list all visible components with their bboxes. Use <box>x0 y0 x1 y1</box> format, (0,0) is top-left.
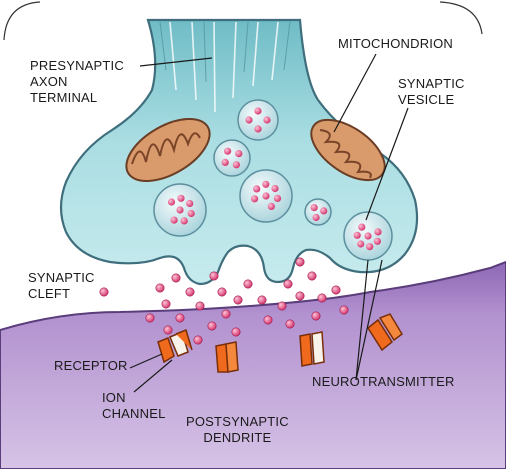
neurotransmitter-molecule <box>317 293 327 303</box>
neurotransmitter-molecule <box>257 295 267 305</box>
synaptic-vesicle <box>153 183 207 237</box>
neurotransmitter-molecule <box>277 301 287 311</box>
neurotransmitter-molecule <box>186 199 194 208</box>
synaptic-vesicle <box>213 139 251 177</box>
receptor-ion-channel-2 <box>215 341 239 373</box>
neurotransmitter-molecule <box>224 147 232 155</box>
neurotransmitter-molecule <box>353 231 361 239</box>
neurotransmitter-molecule <box>283 279 293 289</box>
neurotransmitter-molecule <box>295 257 305 267</box>
neurotransmitter-molecule <box>175 313 185 323</box>
neurotransmitter-molecule <box>177 194 185 202</box>
neurotransmitter-molecule <box>262 180 270 188</box>
neurotransmitter-molecule <box>254 107 262 115</box>
frame-corner-right <box>439 1 483 35</box>
synaptic-vesicles <box>153 99 393 261</box>
label-neurotransmitter: NEUROTRANSMITTER <box>312 374 455 389</box>
neurotransmitter-molecule <box>271 184 279 193</box>
neurotransmitter-molecule <box>364 232 372 240</box>
neurotransmitter-molecule <box>245 116 253 124</box>
postsynaptic-dendrite <box>0 260 506 470</box>
synaptic-vesicle <box>239 169 293 223</box>
mitochondrion-right <box>310 118 386 182</box>
neurotransmitter-molecule <box>195 301 205 311</box>
frame-corner-left <box>3 1 41 41</box>
neurotransmitter-molecule <box>180 217 188 225</box>
neurotransmitter-molecule <box>295 291 305 301</box>
neurotransmitter-molecule <box>311 311 321 321</box>
label-presynaptic-axon-terminal: PRESYNAPTIC AXON TERMINAL <box>30 58 124 105</box>
neurotransmitter-molecule <box>307 271 317 281</box>
neurotransmitter-molecule <box>232 161 240 169</box>
neurotransmitter-molecule <box>145 313 155 323</box>
label-ion-channel: ION CHANNEL <box>102 390 166 421</box>
label-synaptic-cleft: SYNAPTIC CLEFT <box>28 270 95 301</box>
neurotransmitter-molecule <box>320 207 328 215</box>
neurotransmitter-molecule <box>263 116 271 124</box>
neurotransmitter-molecule <box>217 287 227 297</box>
synaptic-vesicle <box>343 211 393 261</box>
neurotransmitter-molecule <box>161 299 171 309</box>
neurotransmitter-molecule <box>221 309 231 319</box>
neurotransmitter-molecule <box>366 243 374 251</box>
neurotransmitter-molecule <box>167 198 176 206</box>
neurotransmitter-molecule <box>312 213 320 222</box>
synaptic-vesicle <box>304 198 332 226</box>
neurotransmitter-molecule <box>163 325 173 335</box>
label-synaptic-vesicle: SYNAPTIC VESICLE <box>398 76 465 107</box>
neurotransmitter-molecule <box>171 273 181 283</box>
neurotransmitter-molecule <box>231 327 241 337</box>
neurotransmitter-molecule <box>253 185 261 193</box>
neurotransmitter-molecule <box>209 271 219 281</box>
neurotransmitter-molecule <box>235 150 243 158</box>
neurotransmitter-molecule <box>331 285 341 295</box>
receptor-ion-channel-3 <box>299 331 325 367</box>
mitochondrion-left <box>125 118 211 182</box>
receptor-ion-channel-1 <box>157 328 193 364</box>
neurotransmitter-molecule <box>233 295 243 305</box>
neurotransmitter-molecule <box>221 158 229 166</box>
neurotransmitter-molecule <box>374 228 382 236</box>
neurotransmitter-molecules <box>99 257 349 345</box>
neurotransmitter-molecule <box>339 305 349 315</box>
label-mitochondrion: MITOCHONDRION <box>338 36 454 51</box>
neurotransmitter-molecule <box>263 315 273 325</box>
neurotransmitter-molecule <box>243 279 253 289</box>
neurotransmitter-molecule <box>373 237 381 245</box>
neurotransmitter-molecule <box>185 287 195 297</box>
neurotransmitter-molecule <box>99 287 109 297</box>
neurotransmitter-molecule <box>310 204 318 212</box>
neurotransmitter-molecule <box>285 319 295 329</box>
label-postsynaptic-dendrite: POSTSYNAPTIC DENDRITE <box>186 414 289 445</box>
synaptic-vesicle <box>237 99 279 141</box>
receptor-ion-channel-4 <box>367 313 403 352</box>
neurotransmitter-molecule <box>176 206 184 214</box>
neurotransmitter-molecule <box>170 216 178 224</box>
neurotransmitter-molecule <box>155 283 165 293</box>
neurotransmitter-molecule <box>273 194 282 202</box>
neurotransmitter-molecule <box>251 195 259 203</box>
neurotransmitter-molecule <box>358 223 366 231</box>
neurotransmitter-molecule <box>187 209 195 218</box>
neurotransmitter-molecule <box>262 192 270 200</box>
neurotransmitter-molecule <box>207 321 217 331</box>
neurotransmitter-molecule <box>267 202 275 210</box>
leader-lines <box>129 53 409 393</box>
neurotransmitter-molecule <box>254 125 262 133</box>
label-receptor: RECEPTOR <box>54 358 128 373</box>
neurotransmitter-molecule <box>357 240 365 248</box>
neurotransmitter-molecule <box>193 335 203 345</box>
